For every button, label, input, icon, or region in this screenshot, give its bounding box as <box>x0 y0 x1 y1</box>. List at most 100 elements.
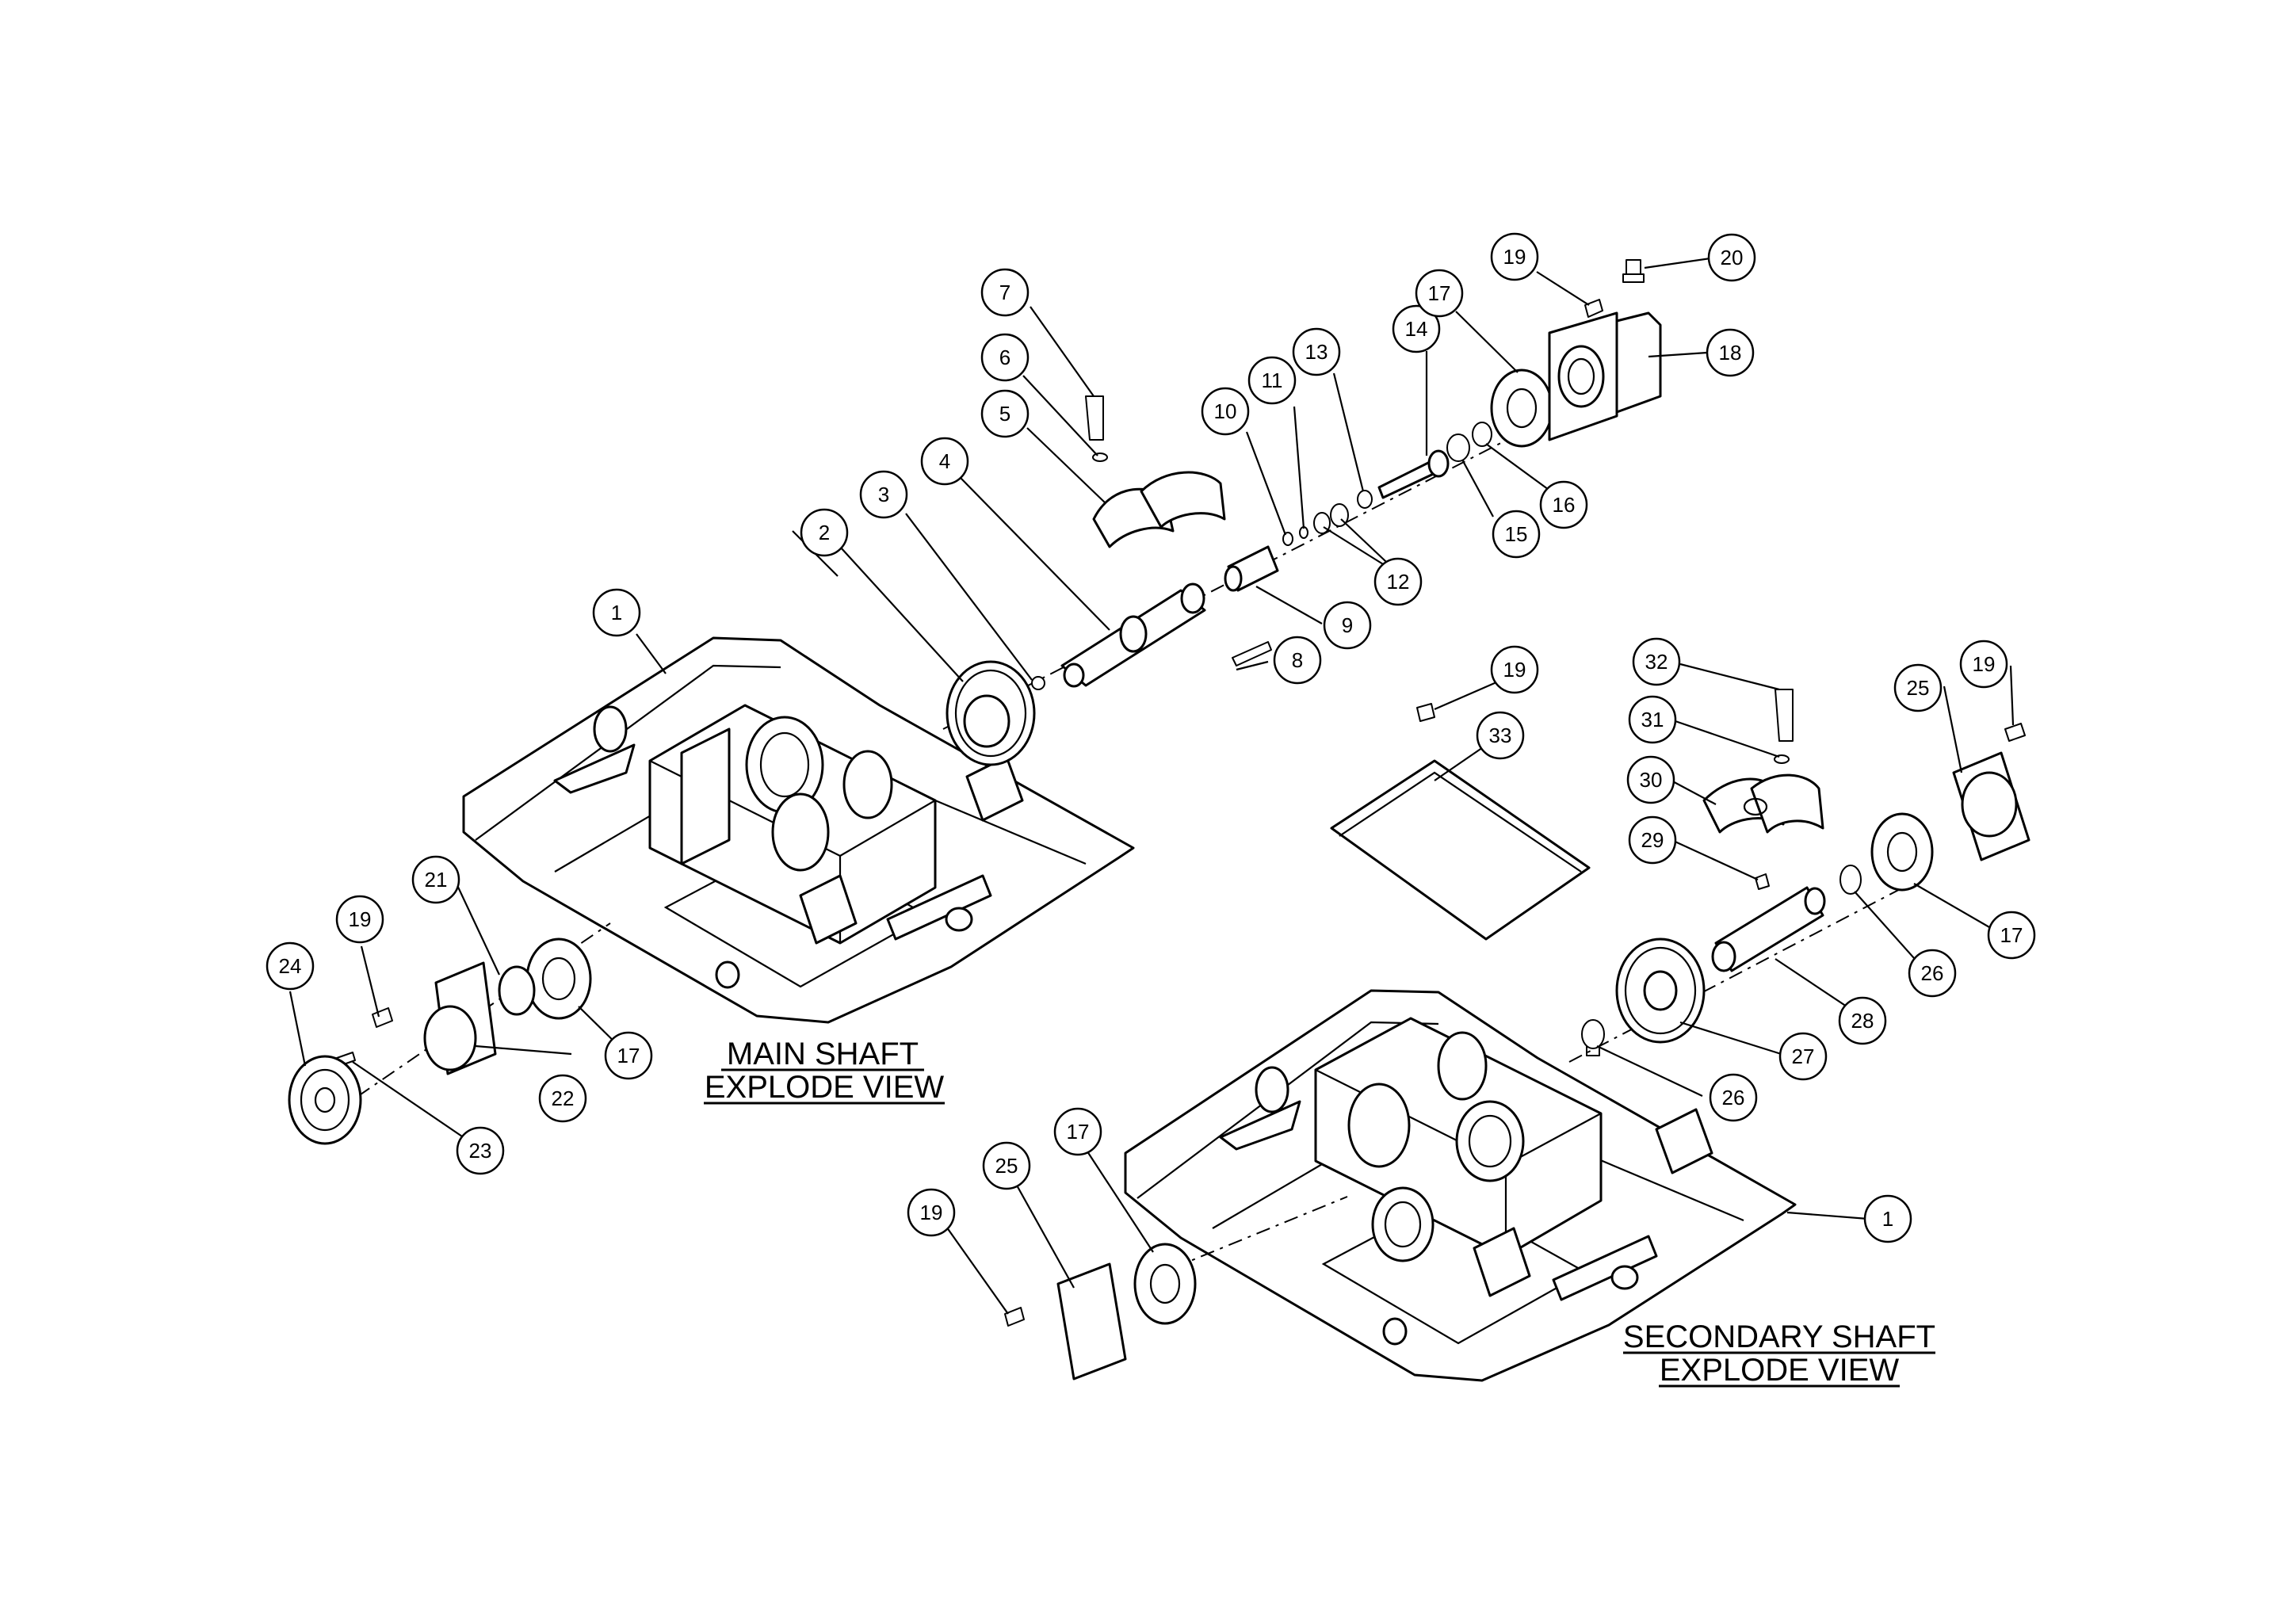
secondary-callout-17: 17 <box>1053 1107 1102 1156</box>
secondary-shaft-axis-upper <box>1568 875 1927 1063</box>
main-callout-circle <box>1707 233 1756 282</box>
secondary-callout-27: 27 <box>1778 1032 1828 1081</box>
main-key-pin <box>1031 676 1045 690</box>
secondary-callout-label: 19 <box>920 1201 943 1224</box>
main-callout-label: 11 <box>1262 369 1283 392</box>
secondary-callout-label: 27 <box>1792 1044 1815 1068</box>
secondary-shaft-axis-lower <box>1172 1196 1348 1269</box>
secondary-callout-circle <box>1863 1194 1912 1243</box>
main-callout-circle <box>538 1074 587 1123</box>
secondary-title-line1: SECONDARY SHAFT <box>1623 1319 1935 1354</box>
main-callout-9: 9 <box>1323 601 1372 650</box>
main-callout-label: 24 <box>279 954 302 978</box>
main-callout-label: 21 <box>425 868 448 892</box>
secondary-callout-label: 19 <box>1973 652 1996 676</box>
main-callout-circle <box>1273 636 1322 685</box>
main-callout-19: 19 <box>335 895 384 944</box>
main-callout-circle <box>1492 510 1541 559</box>
main-callout-label: 5 <box>999 402 1010 426</box>
main-callout-circle <box>604 1031 653 1080</box>
secondary-gear <box>1615 938 1706 1044</box>
secondary-callout-19: 19 <box>1490 645 1539 694</box>
main-callout-circle <box>980 333 1030 382</box>
main-callout-label: 17 <box>617 1044 640 1067</box>
main-callout-label: 14 <box>1405 317 1428 341</box>
main-callout-circle <box>1323 601 1372 650</box>
secondary-callout-circle <box>1709 1073 1758 1122</box>
main-stub-shaft <box>1377 449 1450 499</box>
main-callout-circle <box>1415 269 1464 318</box>
secondary-callout-label: 17 <box>1067 1120 1090 1144</box>
main-callout-19: 19 <box>1490 232 1539 281</box>
secondary-bearing-upper <box>1870 812 1934 892</box>
secondary-title-line2: EXPLODE VIEW <box>1660 1353 1900 1388</box>
secondary-callout-circle <box>982 1141 1031 1190</box>
secondary-callout-label: 17 <box>2000 923 2023 947</box>
secondary-base-plate <box>1124 989 1797 1382</box>
main-callout-label: 18 <box>1719 341 1742 365</box>
secondary-callout-26: 26 <box>1908 949 1957 998</box>
secondary-callout-circle <box>1628 815 1677 865</box>
main-bearing-clamp <box>1092 471 1226 548</box>
secondary-callout-17: 17 <box>1987 911 2036 960</box>
main-callout-label: 20 <box>1721 246 1744 269</box>
main-callout-15: 15 <box>1492 510 1541 559</box>
secondary-callout-label: 25 <box>1907 676 1930 700</box>
secondary-callout-label: 30 <box>1640 768 1663 792</box>
secondary-callout-circle <box>1476 711 1525 760</box>
secondary-callout-label: 19 <box>1503 658 1526 682</box>
secondary-callout-25: 25 <box>982 1141 1031 1190</box>
main-callout-label: 7 <box>999 281 1010 304</box>
secondary-callout-29: 29 <box>1628 815 1677 865</box>
main-callout-circle <box>1392 304 1441 353</box>
main-callout-5: 5 <box>980 389 1030 438</box>
secondary-callout-circle <box>1632 637 1681 686</box>
main-callout-24: 24 <box>266 941 315 991</box>
main-clamp-bolt <box>1085 395 1104 441</box>
secondary-callout-33: 33 <box>1476 711 1525 760</box>
secondary-shaft <box>1711 886 1826 972</box>
secondary-callout-circle <box>1490 645 1539 694</box>
secondary-callout-26: 26 <box>1709 1073 1758 1122</box>
main-callout-17: 17 <box>604 1031 653 1080</box>
main-spacer-21 <box>498 965 536 1016</box>
main-callout-label: 2 <box>819 521 830 544</box>
main-title-line1: MAIN SHAFT <box>727 1037 919 1071</box>
main-callout-4: 4 <box>920 437 969 486</box>
main-callout-21: 21 <box>411 855 460 904</box>
secondary-callout-circle <box>1893 663 1943 712</box>
main-callout-label: 19 <box>1503 245 1526 269</box>
main-callout-circle <box>1201 387 1250 436</box>
secondary-callout-19: 19 <box>907 1188 956 1237</box>
main-gear <box>946 660 1036 766</box>
main-callout-label: 16 <box>1553 493 1576 517</box>
main-callout-circle <box>592 588 641 637</box>
secondary-callout-circle <box>1628 695 1677 744</box>
secondary-callout-30: 30 <box>1626 755 1675 804</box>
main-callout-label: 4 <box>939 449 950 473</box>
secondary-callout-label: 28 <box>1851 1009 1874 1033</box>
main-flange-bolt <box>372 1007 393 1028</box>
main-base-plate <box>462 636 1135 1024</box>
secondary-flange-cover-lower <box>1056 1262 1127 1381</box>
secondary-callout-label: 31 <box>1641 708 1664 731</box>
main-callout-label: 1 <box>611 601 622 624</box>
secondary-callout-label: 1 <box>1882 1207 1893 1231</box>
main-callout-label: 13 <box>1305 340 1328 364</box>
main-callout-label: 6 <box>999 346 1010 369</box>
main-callout-17: 17 <box>1415 269 1464 318</box>
secondary-callout-circle <box>1987 911 2036 960</box>
main-shaft-title: MAIN SHAFT EXPLODE VIEW <box>704 1037 945 1105</box>
secondary-callout-19: 19 <box>1959 640 2008 689</box>
main-washer-10 <box>1282 532 1293 546</box>
secondary-callout-circle <box>1959 640 2008 689</box>
main-callout-circle <box>800 508 849 557</box>
main-callout-circle <box>1247 356 1297 405</box>
main-callout-11: 11 <box>1247 356 1297 405</box>
main-washer-11 <box>1299 526 1308 539</box>
main-flange-housing <box>423 961 497 1075</box>
secondary-callout-label: 29 <box>1641 828 1664 852</box>
secondary-shaft-assembly <box>940 663 2030 1382</box>
main-callout-6: 6 <box>980 333 1030 382</box>
